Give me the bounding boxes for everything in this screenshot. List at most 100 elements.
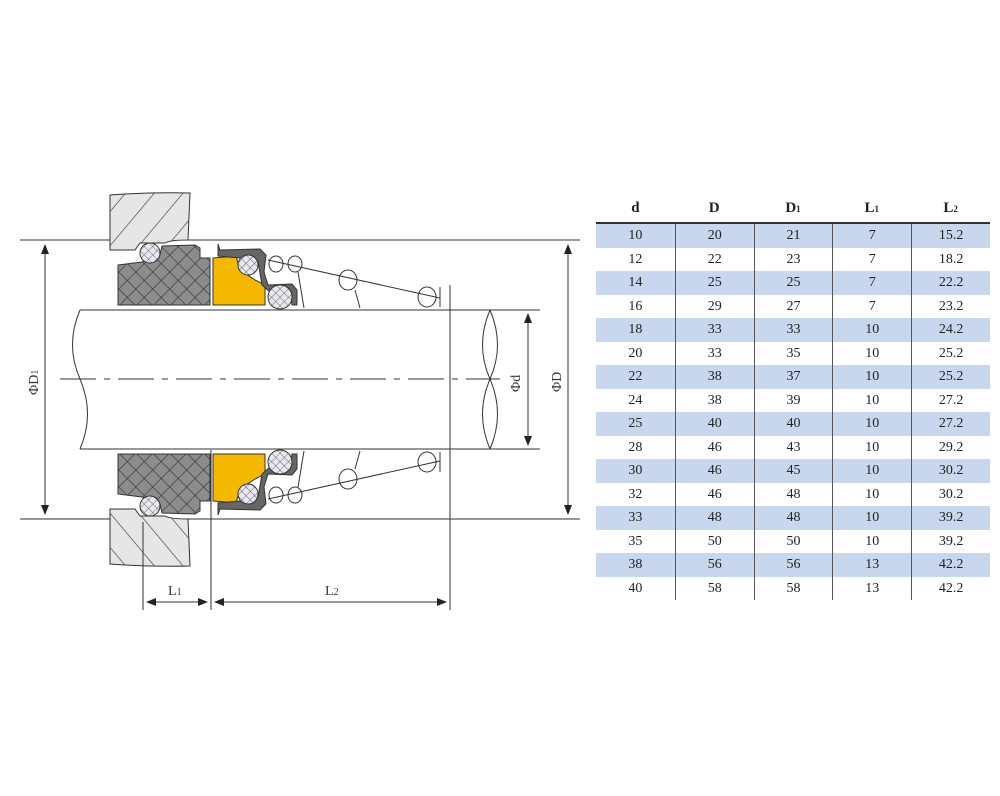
table-cell: 10 xyxy=(628,228,643,243)
table-cell: 12 xyxy=(628,251,643,267)
table-cell: 18 xyxy=(628,322,643,337)
table-cell: 10 xyxy=(832,365,911,389)
table-cell: 20 xyxy=(674,224,754,248)
table-cell: 30.2 xyxy=(911,459,990,483)
table-cell: 7 xyxy=(832,271,911,295)
label-phi-D1: ΦD1 xyxy=(27,370,42,395)
table-cell: 33 xyxy=(753,318,833,342)
table-cell: 25.2 xyxy=(911,341,990,365)
table-cell: 50 xyxy=(674,529,754,553)
table-cell: 37 xyxy=(753,365,833,389)
table-cell: 29 xyxy=(674,294,754,318)
table-cell: 22.2 xyxy=(911,271,990,295)
table-cell: 7 xyxy=(832,294,911,318)
column-header: d xyxy=(596,194,675,222)
table-cell: 29.2 xyxy=(911,435,990,459)
table-cell: 13 xyxy=(832,553,911,577)
table-cell: 56 xyxy=(674,553,754,577)
table-cell: 33 xyxy=(674,341,754,365)
table-cell: 28 xyxy=(628,439,643,455)
seal-half xyxy=(109,192,441,310)
table-cell: 45 xyxy=(753,459,833,483)
header-subscript: 2 xyxy=(953,204,958,214)
table-cell: 15.2 xyxy=(911,224,990,248)
label-phi-D: ΦD xyxy=(550,372,565,392)
header-text: L xyxy=(943,200,954,216)
table-cell: 27.2 xyxy=(911,388,990,412)
table-cell: 7 xyxy=(832,224,911,248)
table-cell: 40 xyxy=(753,412,833,436)
table-cell: 30 xyxy=(628,463,643,478)
table-cell: 23 xyxy=(753,247,833,271)
table-cell: 18.2 xyxy=(911,247,990,271)
table-cell: 13 xyxy=(832,576,911,600)
table-cell: 10 xyxy=(832,506,911,530)
table-cell: 35 xyxy=(753,341,833,365)
table-cell: 40 xyxy=(628,580,643,596)
table-cell: 10 xyxy=(832,341,911,365)
table-cell: 27.2 xyxy=(911,412,990,436)
table-cell: 10 xyxy=(832,318,911,342)
seal-face xyxy=(212,255,266,306)
table-cell: 20 xyxy=(628,345,643,361)
table-cell: 48 xyxy=(674,506,754,530)
table-cell: 56 xyxy=(753,553,833,577)
table-cell: 25 xyxy=(753,271,833,295)
table-cell: 46 xyxy=(674,435,754,459)
shaft-o-ring xyxy=(267,284,293,310)
label-L2: L2 xyxy=(325,584,339,599)
spring xyxy=(267,255,441,309)
column-header: D1 xyxy=(754,194,833,222)
seal-drawing: ΦD1 Φd ΦD L1 L2 xyxy=(20,192,580,610)
header-text: D xyxy=(708,200,720,216)
table-cell: 43 xyxy=(753,435,833,459)
table-cell: 10 xyxy=(832,435,911,459)
table-cell: 24 xyxy=(628,392,643,408)
table-cell: 10 xyxy=(832,482,911,506)
table-cell: 39 xyxy=(753,388,833,412)
table-cell: 40 xyxy=(674,412,754,436)
table-cell: 14 xyxy=(628,275,643,290)
header-text: L xyxy=(864,200,875,216)
table-cell: 42.2 xyxy=(911,553,990,577)
table-cell: 10 xyxy=(832,388,911,412)
table-cell: 7 xyxy=(832,247,911,271)
table-cell: 10 xyxy=(832,412,911,436)
table-cell: 46 xyxy=(674,482,754,506)
shaft xyxy=(60,309,500,450)
column-header: L2 xyxy=(911,194,990,222)
table-cell: 39.2 xyxy=(911,529,990,553)
header-subscript: 1 xyxy=(874,204,880,214)
stationary-seat xyxy=(117,244,211,306)
table-cell: 39.2 xyxy=(911,506,990,530)
table-cell: 25 xyxy=(674,271,754,295)
table-cell: 58 xyxy=(753,576,833,600)
column-header: D xyxy=(675,194,754,222)
face-o-ring xyxy=(237,254,259,276)
table-cell: 50 xyxy=(753,529,833,553)
table-cell: 16 xyxy=(628,298,643,314)
table-cell: 42.2 xyxy=(911,576,990,600)
table-cell: 38 xyxy=(628,557,643,572)
table-cell: 58 xyxy=(674,576,754,600)
header-text: D xyxy=(785,200,797,216)
table-cell: 48 xyxy=(753,506,833,530)
table-cell: 35 xyxy=(628,533,643,549)
table-cell: 48 xyxy=(753,482,833,506)
label-phi-d: Φd xyxy=(509,375,524,392)
table-cell: 22 xyxy=(674,247,754,271)
table-cell: 24.2 xyxy=(911,318,990,342)
